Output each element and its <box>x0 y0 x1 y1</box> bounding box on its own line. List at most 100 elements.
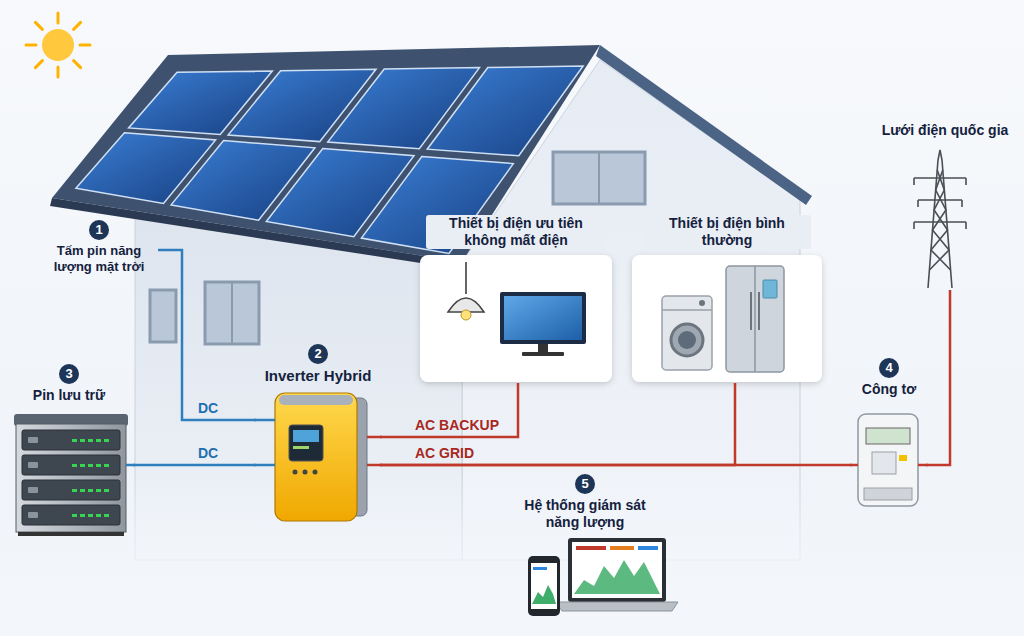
component-label: Tấm pin năng lượng mặt trời <box>47 243 152 275</box>
normal-appliances <box>754 266 756 372</box>
battery-cabinet <box>88 464 93 467</box>
battery-cabinet <box>104 464 109 467</box>
hybrid-inverter: 2Inverter Hybrid <box>256 344 380 524</box>
inverter-unit <box>275 393 357 521</box>
battery-cabinet <box>80 514 85 517</box>
battery-cabinet <box>16 424 126 532</box>
component-label: Pin lưu trữ <box>33 387 105 404</box>
battery-storage: 3Pin lưu trữ <box>5 364 133 536</box>
monitoring-devices <box>533 567 547 570</box>
grid-tower <box>931 170 951 270</box>
solar-panel: 1Tấm pin năng lượng mặt trời <box>40 220 158 282</box>
priority-appliances <box>500 292 586 344</box>
grid-tower <box>965 222 967 229</box>
monitoring-devices <box>528 538 678 616</box>
battery-cabinet <box>88 439 93 442</box>
battery-cabinet <box>72 464 77 467</box>
monitoring-devices <box>532 585 556 604</box>
wire-label: DC <box>198 400 218 417</box>
house <box>231 282 233 344</box>
normal-appliances <box>662 296 712 370</box>
battery-cabinet <box>72 439 77 442</box>
monitoring-devices <box>556 602 678 611</box>
monitoring-devices <box>568 538 666 602</box>
priority-appliances <box>522 352 564 356</box>
wire-label: AC BACKUP <box>415 417 499 434</box>
sun <box>74 61 81 68</box>
callout-number: 4 <box>879 358 899 378</box>
sun <box>26 44 36 47</box>
priority-appliances <box>461 310 471 320</box>
house <box>598 152 600 204</box>
dc-wire <box>158 250 256 420</box>
ac-backup-wire <box>380 383 518 437</box>
grid-tower <box>961 200 963 207</box>
ac-grid-wire <box>926 290 950 465</box>
sun <box>80 44 90 47</box>
normal-appliances <box>662 309 712 311</box>
dc-wire <box>133 464 256 467</box>
grid-tower <box>917 200 919 207</box>
energy-meter-device <box>899 455 907 461</box>
battery-cabinet <box>28 437 38 518</box>
ac-grid-wire <box>380 383 735 465</box>
house <box>553 152 645 204</box>
house <box>596 45 812 205</box>
sun <box>57 13 60 23</box>
component-label: Hệ thống giám sát năng lượng <box>510 497 660 531</box>
battery-cabinet <box>96 439 101 442</box>
battery-cabinet <box>72 489 77 492</box>
energy-meter-device <box>858 414 918 506</box>
grid-tower <box>914 150 966 288</box>
battery-cabinet <box>80 439 85 442</box>
energy-meter: 4Công tơ <box>852 358 926 508</box>
battery-cabinet <box>104 439 109 442</box>
battery-cabinet <box>80 464 85 467</box>
battery-cabinet <box>22 505 120 525</box>
monitoring-devices <box>610 546 634 550</box>
monitoring-devices <box>638 546 658 550</box>
battery-cabinet <box>96 489 101 492</box>
priority-appliances <box>504 296 582 340</box>
priority-load-box: Thiết bị điện ưu tiên không mất điện <box>420 215 612 383</box>
battery-cabinet <box>80 489 85 492</box>
callout-number: 1 <box>89 220 109 240</box>
normal-appliances <box>758 292 760 330</box>
energy-meter-device <box>858 414 918 506</box>
inverter-unit <box>293 430 319 442</box>
battery-cabinet <box>96 464 101 467</box>
energy-meter-device <box>864 488 912 500</box>
battery-cabinet <box>28 487 38 493</box>
wire-stubs <box>126 420 928 465</box>
normal-appliances <box>726 266 784 372</box>
monitoring-devices <box>576 546 606 550</box>
energy-meter-device <box>866 428 910 444</box>
wire-label: DC <box>198 445 218 462</box>
component-label: Inverter Hybrid <box>265 367 372 385</box>
component-label: Thiết bị điện bình thường <box>643 215 811 249</box>
wire-stubs <box>367 464 382 467</box>
inverter-unit <box>279 395 353 405</box>
grid-tower <box>929 170 949 270</box>
monitoring-devices <box>528 556 560 616</box>
sun <box>35 22 42 29</box>
normal-appliances <box>632 255 822 382</box>
callout-number: 5 <box>575 474 595 494</box>
grid-tower <box>913 178 915 185</box>
inverter-unit <box>289 425 323 461</box>
inverter-unit <box>293 446 309 449</box>
monitoring-devices <box>572 542 662 598</box>
normal-appliances <box>671 324 703 356</box>
battery-cabinet <box>28 512 38 518</box>
grid-tower <box>914 221 966 223</box>
grid-tower <box>928 150 952 288</box>
inverter-unit <box>293 470 298 475</box>
inverter-unit <box>275 393 367 521</box>
grid-tower <box>913 222 915 229</box>
component-label: Công tơ <box>862 381 916 398</box>
monitoring-devices <box>574 560 660 594</box>
grid-tower <box>965 178 967 185</box>
wire-label: AC GRID <box>415 445 474 462</box>
